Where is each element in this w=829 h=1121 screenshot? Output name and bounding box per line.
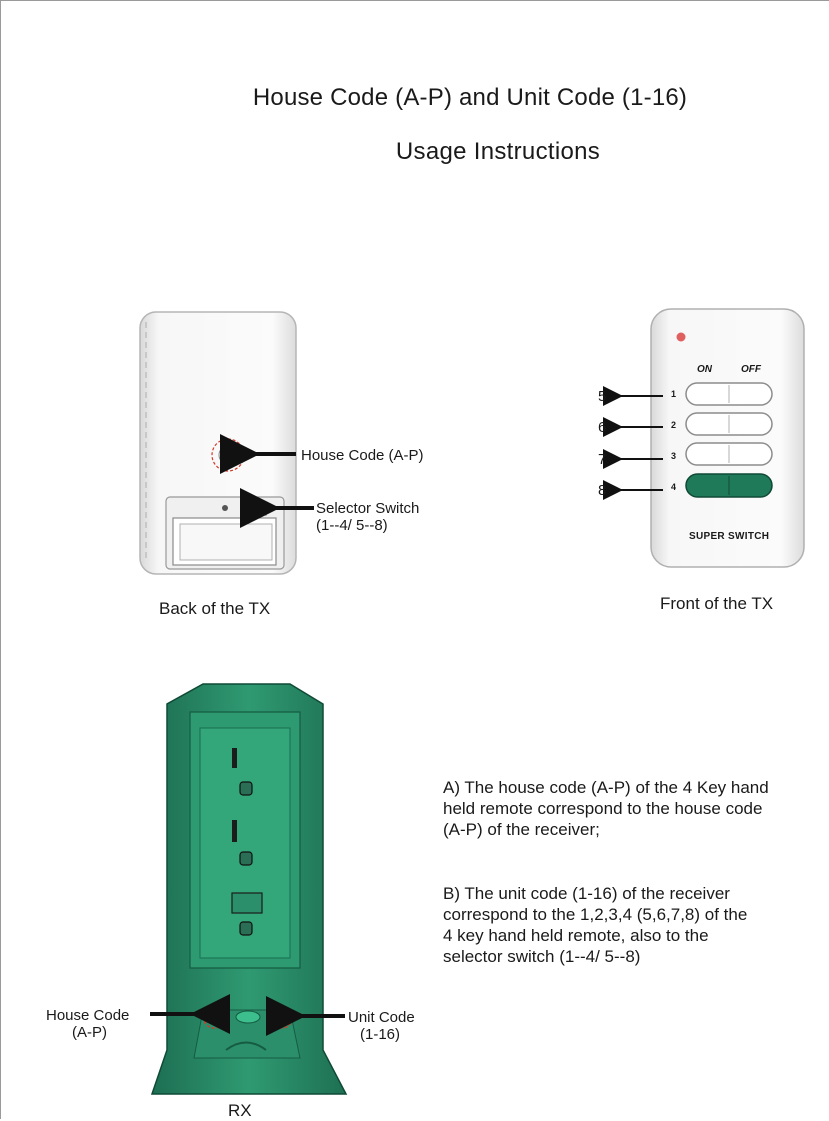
rx-indicator — [235, 1010, 261, 1024]
remote-button-1[interactable] — [685, 382, 773, 406]
remote-button-3[interactable] — [685, 442, 773, 466]
remote-button-2[interactable] — [685, 412, 773, 436]
button-number-4: 4 — [671, 482, 677, 492]
alt-number-7: 7 — [598, 451, 607, 468]
tx-back-device — [139, 311, 297, 575]
instruction-b: B) The unit code (1-16) of the receiver … — [443, 884, 748, 966]
rx-house-code-label: House Code — [46, 1007, 130, 1024]
page-title: House Code (A-P) and Unit Code (1-16) — [252, 84, 688, 111]
tx-back-caption: Back of the TX — [159, 599, 271, 618]
off-label: OFF — [741, 364, 761, 375]
led-indicator — [676, 332, 686, 342]
rx-unit-code-label: Unit Code — [348, 1009, 415, 1026]
button-number-1: 1 — [671, 389, 677, 399]
rx-house-code-range: (A-P) — [72, 1024, 107, 1041]
brand-label: SUPER SWITCH — [689, 531, 770, 542]
alt-number-5: 5 — [598, 388, 607, 405]
rx-caption: RX — [228, 1101, 252, 1120]
instruction-a: A) The house code (A-P) of the 4 Key han… — [443, 778, 769, 839]
tx-front-caption: Front of the TX — [660, 594, 774, 613]
alt-number-8: 8 — [598, 482, 607, 499]
button-number-2: 2 — [671, 420, 677, 430]
tx-front-remote — [650, 308, 805, 568]
button-number-3: 3 — [671, 451, 677, 461]
on-label: ON — [697, 364, 712, 375]
page-subtitle: Usage Instructions — [395, 138, 601, 165]
selector-switch-range: (1--4/ 5--8) — [316, 517, 388, 534]
selector-switch-label: Selector Switch — [316, 500, 420, 517]
rx-unit-code-range: (1-16) — [360, 1026, 401, 1043]
alt-number-6: 6 — [598, 419, 607, 436]
rx-receiver — [150, 683, 348, 1095]
rx-outlet-1 — [232, 748, 253, 796]
tx-back-house-code-label: House Code (A-P) — [301, 447, 424, 464]
page-border-top — [0, 0, 829, 1]
page-border-left — [0, 0, 1, 1119]
rx-outlet-2 — [232, 820, 253, 866]
rx-outlet-3 — [231, 892, 263, 936]
remote-button-4[interactable] — [685, 473, 773, 498]
